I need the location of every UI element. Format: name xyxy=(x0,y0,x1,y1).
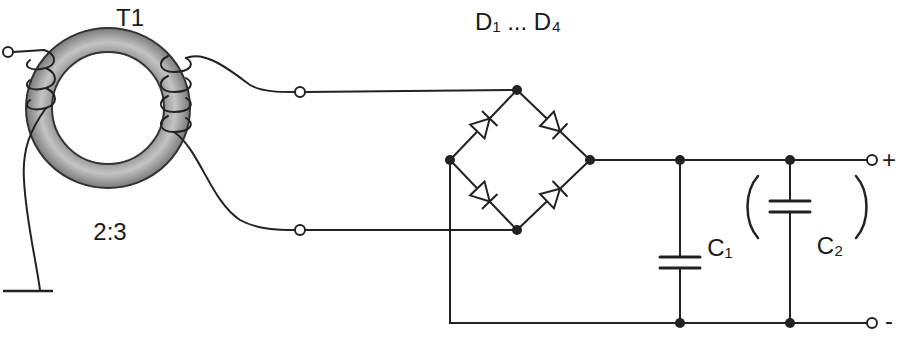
secondary-terminal xyxy=(295,87,305,97)
capacitor-symbol xyxy=(660,160,700,323)
primary-winding xyxy=(13,50,55,290)
bracket xyxy=(748,176,759,238)
part-label: D₁ ... D₄ xyxy=(475,10,561,34)
secondary-terminal xyxy=(295,225,305,235)
part-label: C₁ xyxy=(707,236,732,260)
part-label: T1 xyxy=(116,6,144,30)
bridge-wires xyxy=(450,90,590,230)
ratio-label: 2:3 xyxy=(93,220,126,244)
toroid-core xyxy=(26,28,190,188)
input-terminal xyxy=(3,47,13,57)
terminal-sign: + xyxy=(882,148,896,172)
output-terminal xyxy=(867,155,877,165)
capacitor-symbol xyxy=(770,160,810,323)
wire xyxy=(305,229,517,231)
bracket xyxy=(856,176,867,238)
terminal-sign: - xyxy=(885,309,893,333)
part-label: C₂ xyxy=(817,234,844,258)
output-terminal xyxy=(867,318,877,328)
ground-symbol xyxy=(4,290,52,292)
wire xyxy=(305,90,517,92)
secondary-winding xyxy=(161,56,295,230)
diode-symbol xyxy=(540,182,567,209)
diode-symbol xyxy=(470,112,497,139)
diode-symbol xyxy=(470,182,497,209)
diode-symbol xyxy=(540,112,567,139)
negative-rail xyxy=(450,160,867,323)
positive-rail xyxy=(590,159,867,161)
junction-dots xyxy=(445,85,795,328)
